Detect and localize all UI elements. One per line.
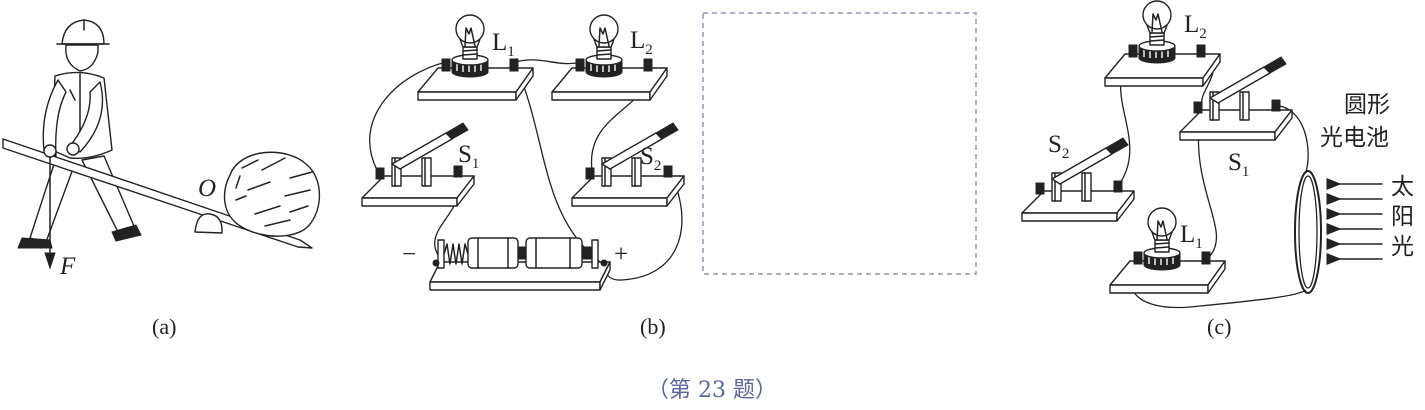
panel-c: 圆形 光电池 太 阳 光 L2 S1 S2 L1 (c) [1021,0,1414,339]
panel-b: − + L1 L2 S1 S2 (b) [361,14,685,339]
battery-cell [467,237,519,269]
force-label-F: F [59,253,76,280]
wire [369,61,447,171]
face [65,44,99,72]
rock-texture [235,157,313,227]
dashed-answer-box [702,12,977,275]
panel-label-b: (b) [640,314,666,339]
figure-caption: （第 23 题） [647,378,777,403]
fulcrum-stone [194,213,223,234]
lamp-L1 [417,14,534,101]
solar-cell-label-line2: 光电池 [1320,125,1389,151]
left-leg [29,157,75,243]
lamp-L1-label: L1 [492,29,515,60]
rock [223,151,321,237]
solar-cell-label-line1: 圆形 [1344,92,1390,118]
lamp-L2-label: L2 [630,27,653,58]
panel-label-a: (a) [152,314,176,339]
battery-holder [429,237,611,291]
battery-negative-sign: − [402,241,416,268]
worker-figure [17,19,142,249]
switch-S1-label: S1 [1228,149,1249,180]
battery-cell [525,237,583,269]
panel-a: O F (a) [2,19,321,339]
sunlight-label-char: 光 [1391,234,1414,260]
force-arrowhead [44,252,56,270]
switch-S2 [571,122,685,207]
helmet [61,19,105,45]
sunlight-label-char: 太 [1391,174,1414,200]
pivot-label-O: O [198,175,216,202]
switch-S2-label: S2 [1048,131,1069,162]
battery-spring [443,243,469,265]
lamp-L1 [1109,207,1226,294]
sunlight-arrows [1326,178,1383,265]
switch-S2-label: S2 [640,143,661,174]
right-shoe [111,224,142,242]
wire [1279,105,1309,173]
left-shoe [17,237,53,249]
panel-label-c: (c) [1207,314,1231,339]
switch-S2 [1021,137,1135,222]
hand [43,144,57,158]
lamp-L2 [1104,0,1221,87]
right-leg [81,155,135,233]
helmet-brim [56,19,110,45]
wire [515,59,581,65]
lamp-L2-label: L2 [1184,11,1207,42]
battery-positive-sign: + [614,241,628,268]
left-arm [42,79,67,157]
lamp-L1-label: L1 [1180,221,1203,252]
solar-cell [1294,170,1322,294]
hand [66,142,80,156]
switch-S1-label: S1 [458,141,479,172]
sunlight-label-char: 阳 [1391,204,1414,230]
